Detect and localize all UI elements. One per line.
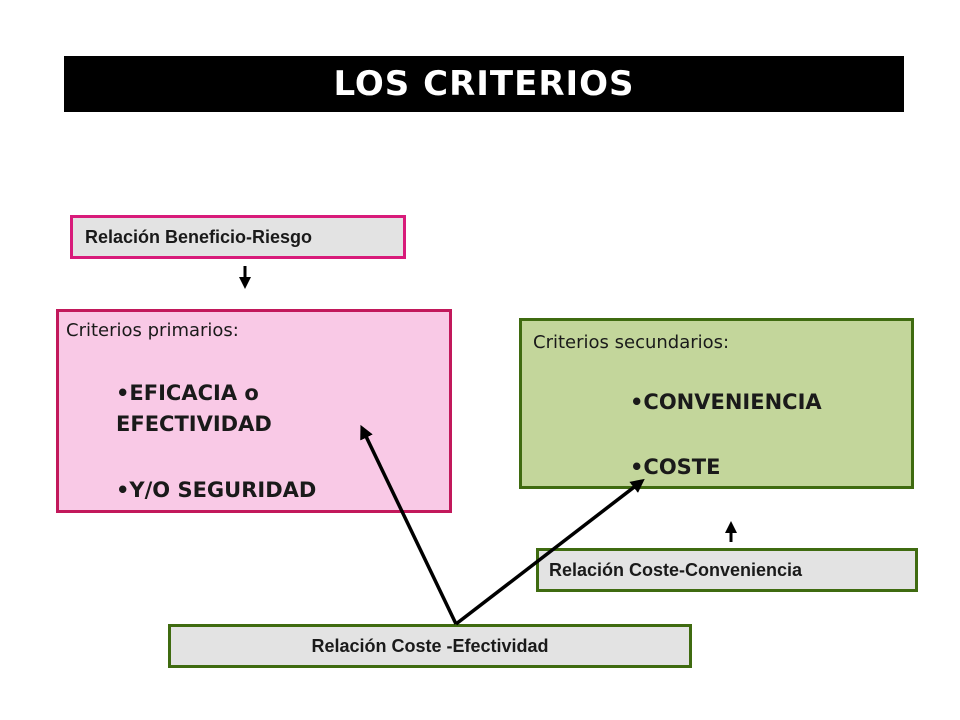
- primary-item-seguridad: •Y/O SEGURIDAD: [116, 478, 317, 502]
- page-title: LOS CRITERIOS: [333, 64, 635, 104]
- secondary-criteria-heading: Criterios secundarios:: [533, 332, 730, 353]
- secondary-criteria-box: Criterios secundarios: •CONVENIENCIA •CO…: [519, 318, 914, 489]
- coste-conveniencia-label: Relación Coste-Conveniencia: [549, 559, 803, 580]
- primary-criteria-heading: Criterios primarios:: [66, 320, 239, 341]
- primary-item-efectividad: EFECTIVIDAD: [116, 412, 272, 436]
- coste-efectividad-label: Relación Coste -Efectividad: [311, 635, 549, 656]
- title-banner: LOS CRITERIOS: [64, 56, 904, 112]
- coste-efectividad-box: Relación Coste -Efectividad: [168, 624, 692, 668]
- arrow-efectividad-to-secondary: [454, 478, 645, 626]
- arrow-efectividad-to-primary: [360, 424, 458, 625]
- secondary-item-conveniencia: •CONVENIENCIA: [630, 390, 822, 414]
- primary-item-eficacia: •EFICACIA o: [116, 381, 259, 405]
- coste-conveniencia-box: Relación Coste-Conveniencia: [536, 548, 918, 592]
- secondary-item-coste: •COSTE: [630, 455, 721, 479]
- beneficio-riesgo-box: Relación Beneficio-Riesgo: [70, 215, 406, 259]
- beneficio-riesgo-label: Relación Beneficio-Riesgo: [85, 226, 313, 247]
